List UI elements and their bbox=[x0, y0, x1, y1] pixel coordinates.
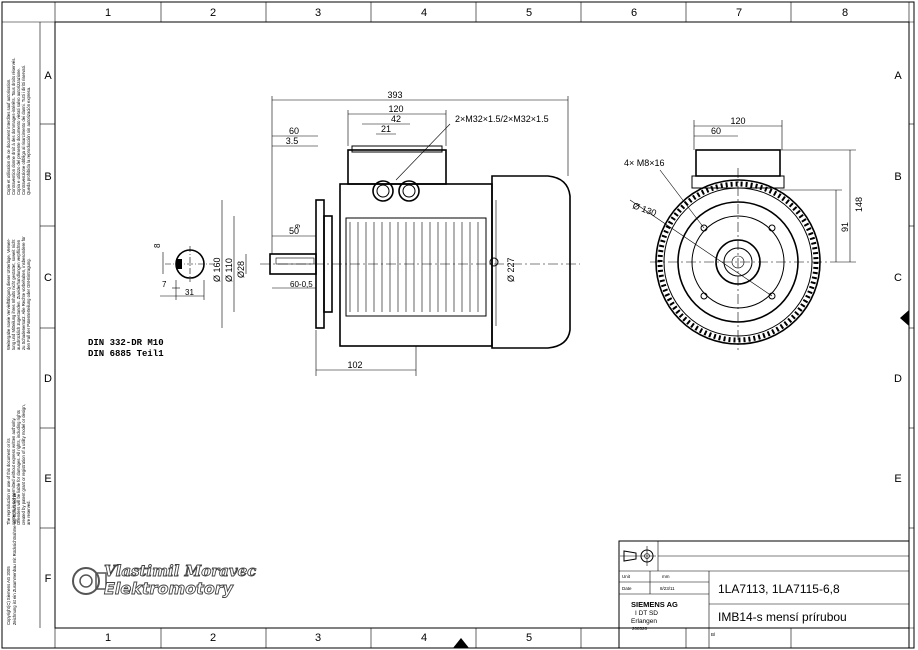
col-label-1: 1 bbox=[105, 7, 111, 19]
side-note-17: Queda prohibida la reproducción sin auto… bbox=[26, 87, 31, 195]
row-label-d: D bbox=[44, 373, 52, 385]
tb-sheet-label: Bl bbox=[711, 632, 715, 637]
tb-product: 1LA7113, 1LA7115-6,8 bbox=[718, 582, 840, 596]
dim-key-small: 7 bbox=[162, 280, 167, 289]
col-label-6: 6 bbox=[631, 7, 637, 19]
side-note-1: Copyright(C) Siemens AG 2005 bbox=[6, 566, 11, 625]
side-notes: Copyright(C) Siemens AG 2005 Zeichnung i… bbox=[6, 58, 31, 625]
dim-key-len: 50 bbox=[289, 226, 299, 236]
side-note-12: den Fall der Patenterteilung oder GM-Ein… bbox=[26, 258, 31, 350]
tb-dept: I DT SD bbox=[635, 610, 658, 617]
dim-front-tb: 120 bbox=[730, 116, 745, 126]
side-note-16: Contravenzione obbliga al risarcimento d… bbox=[21, 65, 26, 195]
col-label-5-bottom: 5 bbox=[526, 632, 532, 644]
logo-line-2: Elektromotory bbox=[104, 579, 234, 598]
row-label-c-right: C bbox=[894, 272, 902, 284]
side-note-2: Zeichnung ist ein Zusammenbau mit Rücksi… bbox=[12, 492, 17, 625]
tb-city: Erlangen bbox=[631, 618, 657, 625]
col-label-2-bottom: 2 bbox=[210, 632, 216, 644]
dim-shaft-len: 60 bbox=[289, 126, 299, 136]
dim-dia-spigot: Ø 110 bbox=[224, 258, 234, 282]
side-note-6: created by patent grant or registration … bbox=[21, 404, 26, 525]
dim-overall-length: 393 bbox=[387, 90, 402, 100]
row-label-a-right: A bbox=[894, 70, 902, 82]
dim-dia-body: Ø 227 bbox=[506, 257, 516, 282]
center-mark-bottom bbox=[453, 638, 469, 648]
col-label-5: 5 bbox=[526, 7, 532, 19]
motor-side-view bbox=[221, 96, 580, 376]
tb-code: 208526 bbox=[632, 626, 648, 631]
center-mark-right bbox=[900, 310, 909, 326]
dim-shaft-step: 3.5 bbox=[286, 136, 299, 146]
dim-pcd: Ø 130 bbox=[631, 200, 657, 218]
side-note-8: Weitergabe sowie Vervielfältigung dieser… bbox=[6, 238, 11, 350]
column-dividers bbox=[160, 2, 792, 648]
side-note-15: Copia e utilizzo del presente documento … bbox=[16, 68, 21, 195]
motor-front-view bbox=[629, 120, 856, 350]
dim-gland-span: 42 bbox=[391, 114, 401, 124]
dim-height-148: 148 bbox=[854, 197, 864, 212]
side-note-10: ausdrücklich zugestanden. Zuwiderhandlun… bbox=[16, 239, 21, 350]
dim-dia-shaft: Ø28 bbox=[236, 261, 246, 278]
dim-shaft-tol: 60-0,5 bbox=[290, 280, 313, 289]
title-block bbox=[618, 540, 910, 649]
dim-foot-dist: 102 bbox=[347, 360, 362, 370]
col-label-7: 7 bbox=[736, 7, 742, 19]
row-dividers bbox=[40, 123, 914, 529]
dim-front-left: 60 bbox=[711, 126, 721, 136]
side-note-7: are reserved. bbox=[26, 500, 31, 525]
dim-key-depth: 31 bbox=[185, 288, 194, 297]
shaft-end-detail bbox=[160, 246, 215, 300]
col-label-3-bottom: 3 bbox=[315, 632, 321, 644]
row-label-a: A bbox=[44, 70, 52, 82]
side-note-3: The reproduction or use of this document… bbox=[6, 438, 11, 525]
dim-terminal-box-width: 120 bbox=[388, 104, 403, 114]
row-label-b-right: B bbox=[894, 171, 901, 183]
dim-dia-flange: Ø 160 bbox=[212, 257, 222, 282]
tb-date-label: Date bbox=[622, 586, 632, 591]
side-note-4: contents is not permitted without expres… bbox=[11, 417, 16, 525]
company-logo: Vlastimil Moravec Elektromotory bbox=[72, 562, 257, 598]
dim-height-91: 91 bbox=[840, 222, 850, 232]
tb-unit-label: Unit bbox=[622, 574, 631, 579]
side-note-11: zu Schadenersatz. Alle Rechte vorbehalte… bbox=[21, 236, 26, 350]
side-note-14: Contravention donne droit à des dommages… bbox=[11, 58, 16, 195]
col-label-2: 2 bbox=[210, 7, 216, 19]
row-label-e: E bbox=[44, 473, 51, 485]
row-label-e-right: E bbox=[894, 473, 901, 485]
side-note-13: Copie et utilisation de ce document inte… bbox=[6, 79, 11, 195]
dim-gland-offset: 21 bbox=[381, 124, 391, 134]
col-label-4: 4 bbox=[421, 7, 427, 19]
dim-bolt-holes: 4× M8×16 bbox=[624, 158, 665, 168]
tb-description: IMB14-s mensí prírubou bbox=[718, 610, 847, 624]
col-label-8: 8 bbox=[842, 7, 848, 19]
din-note-1: DIN 332-DR M10 bbox=[88, 338, 164, 348]
col-label-1-bottom: 1 bbox=[105, 632, 111, 644]
dim-glands: 2×M32×1.5/2×M32×1.5 bbox=[455, 114, 549, 124]
row-label-c: C bbox=[44, 272, 52, 284]
row-label-d-right: D bbox=[894, 373, 902, 385]
tb-date-value: 8/23/11 bbox=[660, 586, 675, 591]
row-label-f: F bbox=[45, 573, 52, 585]
side-note-5: Offenders will be liable for damages. Al… bbox=[16, 410, 21, 525]
dim-flange-thick: 9 bbox=[295, 224, 302, 228]
row-label-b: B bbox=[44, 171, 51, 183]
dim-key-height: 8 bbox=[153, 243, 162, 248]
din-note-2: DIN 6885 Teil1 bbox=[88, 349, 164, 359]
tb-unit-value: mm bbox=[662, 574, 670, 579]
side-note-9: tung und Mitteilung ihres Inhalts nicht … bbox=[11, 239, 16, 350]
logo-line-1: Vlastimil Moravec bbox=[104, 562, 256, 580]
tb-company: SIEMENS AG bbox=[631, 600, 678, 609]
col-label-3: 3 bbox=[315, 7, 321, 19]
col-label-4-bottom: 4 bbox=[421, 632, 427, 644]
